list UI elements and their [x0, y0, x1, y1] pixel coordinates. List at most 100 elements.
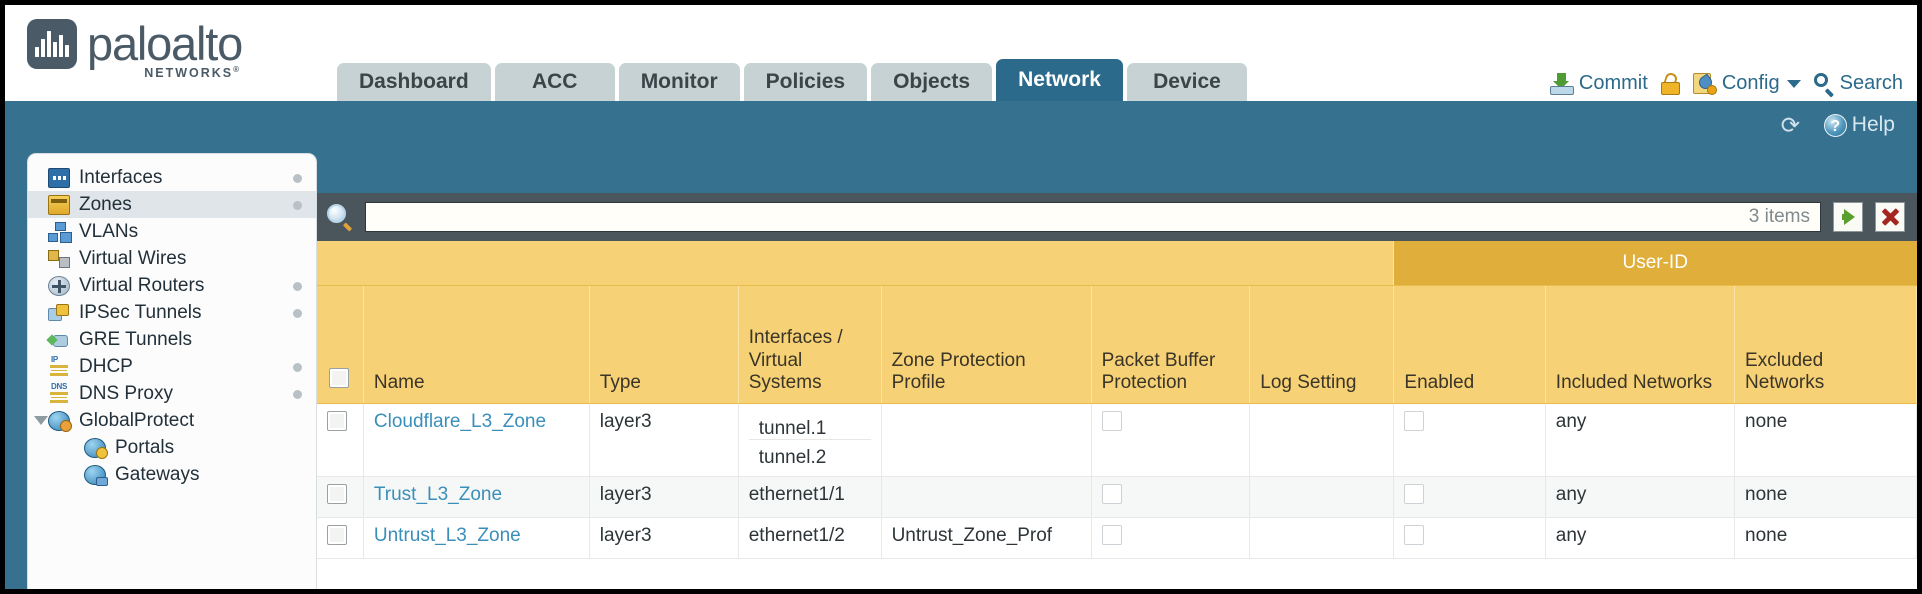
column-header-packet-buffer-protection[interactable]: Packet Buffer Protection — [1091, 285, 1251, 404]
sidebar-item-interfaces[interactable]: Interfaces — [28, 164, 316, 191]
select-all-checkbox[interactable] — [329, 368, 349, 389]
cell-name[interactable]: Untrust_L3_Zone — [363, 517, 590, 558]
search-icon — [1813, 73, 1835, 97]
row-checkbox[interactable] — [327, 483, 347, 504]
column-header-log-setting[interactable]: Log Setting — [1249, 285, 1395, 404]
help-button[interactable]: ? Help — [1823, 113, 1895, 137]
user-id-enabled-checkbox[interactable] — [1404, 483, 1425, 504]
zones-icon — [48, 194, 70, 215]
row-select-cell[interactable] — [317, 517, 364, 558]
cell-excluded-networks: none — [1734, 476, 1917, 517]
user-id-enabled-checkbox[interactable] — [1404, 410, 1425, 431]
row-select-cell[interactable] — [317, 476, 364, 517]
config-lock-button[interactable] — [1660, 70, 1680, 95]
tab-objects[interactable]: Objects — [871, 63, 993, 101]
row-select-cell[interactable] — [317, 403, 364, 476]
tab-monitor[interactable]: Monitor — [618, 63, 740, 101]
cell-name[interactable]: Trust_L3_Zone — [363, 476, 590, 517]
sidebar-item-ipsec-tunnels[interactable]: IPSec Tunnels — [28, 299, 316, 326]
cell-packet-buffer-protection[interactable] — [1091, 517, 1251, 558]
config-label: Config — [1721, 72, 1780, 94]
column-header-included-networks[interactable]: Included Networks — [1545, 285, 1736, 404]
sidebar-item-label: Portals — [115, 436, 175, 458]
zone-name-link[interactable]: Trust_L3_Zone — [373, 483, 503, 505]
column-header-enabled[interactable]: Enabled — [1393, 285, 1546, 404]
cell-log-setting — [1249, 476, 1395, 517]
tab-dashboard[interactable]: Dashboard — [337, 63, 491, 101]
main-nav-tabs: Dashboard ACC Monitor Policies Objects N… — [337, 59, 1247, 101]
table-row[interactable]: Cloudflare_L3_Zone layer3 tunnel.1 tunne… — [317, 403, 1917, 476]
sidebar-item-zones[interactable]: Zones — [28, 191, 316, 218]
sidebar-item-vlans[interactable]: VLANs — [28, 218, 316, 245]
zones-table: User-ID Name Type Interfaces / Virtual S… — [317, 241, 1917, 559]
sidebar-item-dhcp[interactable]: IP DHCP — [28, 353, 316, 380]
sidebar-item-label: Zones — [79, 193, 132, 215]
cell-packet-buffer-protection[interactable] — [1091, 476, 1251, 517]
refresh-icon[interactable]: ⟳ — [1780, 112, 1801, 138]
filter-input-wrap[interactable]: 3 items — [365, 202, 1821, 232]
column-header-interfaces-virtual-systems[interactable]: Interfaces / Virtual Systems — [738, 285, 882, 404]
dns-proxy-icon: DNS — [48, 382, 70, 404]
sidebar-item-dns-proxy[interactable]: DNS DNS Proxy — [28, 380, 316, 407]
zones-table-body: Cloudflare_L3_Zone layer3 tunnel.1 tunne… — [317, 403, 1917, 558]
sidebar-item-gateways[interactable]: Gateways — [28, 461, 316, 488]
cell-enabled[interactable] — [1393, 403, 1546, 476]
commit-icon — [1549, 72, 1574, 95]
cell-interfaces: ethernet1/1 — [738, 476, 882, 517]
sub-bar: ⟳ ? Help — [5, 101, 1917, 154]
sidebar-item-globalprotect[interactable]: GlobalProtect — [28, 407, 316, 434]
brand-name: paloalto — [87, 17, 243, 70]
sub-bar-actions: ⟳ ? Help — [1781, 113, 1895, 137]
brand-subtitle: NETWORKS® — [144, 65, 241, 80]
search-button[interactable]: Search — [1813, 72, 1903, 97]
cell-enabled[interactable] — [1393, 476, 1546, 517]
zone-name-link[interactable]: Cloudflare_L3_Zone — [373, 410, 547, 432]
tab-policies[interactable]: Policies — [743, 63, 868, 101]
column-header-excluded-networks[interactable]: Excluded Networks — [1734, 285, 1917, 404]
top-toolset: Commit Config Search — [1549, 70, 1903, 97]
packet-buffer-protection-checkbox[interactable] — [1101, 524, 1122, 545]
gre-tunnels-icon — [48, 330, 70, 350]
expand-triangle-icon[interactable] — [34, 416, 48, 425]
help-question-icon: ? — [1823, 113, 1847, 137]
status-dot — [293, 363, 302, 372]
cell-included-networks: any — [1545, 403, 1736, 476]
table-row[interactable]: Trust_L3_Zone layer3 ethernet1/1 any non… — [317, 476, 1917, 517]
sidebar-item-virtual-routers[interactable]: Virtual Routers — [28, 272, 316, 299]
cell-name[interactable]: Cloudflare_L3_Zone — [363, 403, 590, 476]
group-header-user-id: User-ID — [1393, 241, 1917, 286]
filter-search-icon[interactable] — [327, 204, 353, 232]
tab-device[interactable]: Device — [1126, 63, 1247, 101]
sidebar-item-portals[interactable]: Portals — [28, 434, 316, 461]
tab-network[interactable]: Network — [996, 59, 1123, 101]
cell-packet-buffer-protection[interactable] — [1091, 403, 1251, 476]
sidebar-item-label: DNS Proxy — [79, 382, 173, 404]
table-row[interactable]: Untrust_L3_Zone layer3 ethernet1/2 Untru… — [317, 517, 1917, 558]
status-dot — [293, 390, 302, 399]
cell-enabled[interactable] — [1393, 517, 1546, 558]
packet-buffer-protection-checkbox[interactable] — [1101, 483, 1122, 504]
column-header-zone-protection-profile[interactable]: Zone Protection Profile — [881, 285, 1092, 404]
select-all-header[interactable] — [317, 285, 364, 404]
packet-buffer-protection-checkbox[interactable] — [1101, 410, 1122, 431]
column-header-name[interactable]: Name — [363, 285, 590, 404]
clear-filter-button[interactable] — [1875, 202, 1905, 232]
status-dot — [293, 201, 302, 210]
cell-log-setting — [1249, 403, 1395, 476]
search-input[interactable] — [376, 203, 1741, 231]
apply-filter-button[interactable] — [1833, 202, 1863, 232]
row-checkbox[interactable] — [327, 524, 347, 545]
row-checkbox[interactable] — [327, 410, 347, 431]
sidebar-item-label: Interfaces — [79, 166, 163, 188]
commit-button[interactable]: Commit — [1549, 72, 1648, 95]
user-id-enabled-checkbox[interactable] — [1404, 524, 1425, 545]
sidebar-item-virtual-wires[interactable]: Virtual Wires — [28, 245, 316, 272]
sidebar-item-gre-tunnels[interactable]: GRE Tunnels — [28, 326, 316, 353]
cell-type: layer3 — [589, 517, 739, 558]
column-header-type[interactable]: Type — [589, 285, 739, 404]
interface-entry: tunnel.1 — [748, 411, 871, 440]
zone-name-link[interactable]: Untrust_L3_Zone — [373, 524, 521, 546]
config-menu-button[interactable]: Config — [1692, 72, 1801, 95]
tab-acc[interactable]: ACC — [494, 63, 615, 101]
